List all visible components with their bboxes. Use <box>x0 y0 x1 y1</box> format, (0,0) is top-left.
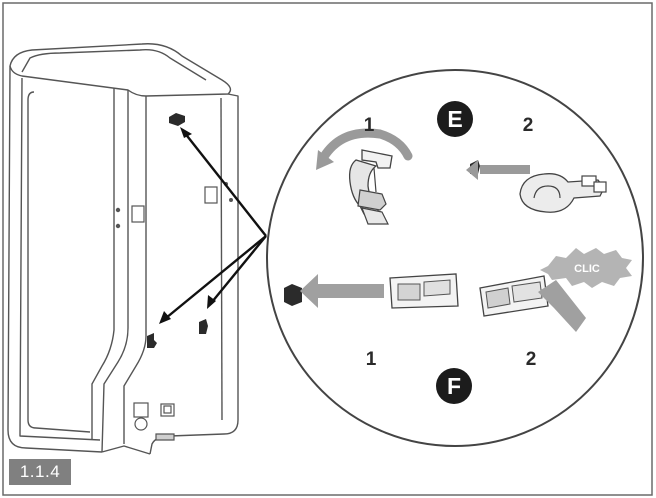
pointer-arrows <box>165 131 267 319</box>
appliance-back-left-edge <box>123 96 147 444</box>
appliance-corner-edge <box>101 90 129 453</box>
rotate-arrow-band <box>317 128 413 165</box>
slide-arrow-head <box>466 160 478 180</box>
insert-arrow-band <box>318 284 384 298</box>
step-e1-number: 1 <box>364 115 375 136</box>
inlet-valve <box>134 417 148 431</box>
pointer-arrowheads <box>159 127 216 324</box>
arrowhead-right <box>207 295 216 309</box>
clip-bottom-right <box>199 319 208 334</box>
appliance-side-inner <box>19 77 101 441</box>
click-text: CLIC <box>574 263 600 275</box>
step-f2-number: 2 <box>526 349 537 370</box>
figure-label: 1.1.4 <box>9 459 71 485</box>
arrow-to-left-clip <box>165 235 267 319</box>
appliance-top-inner <box>21 48 207 81</box>
click-burst <box>540 248 632 288</box>
appliance-corner-inner <box>91 88 115 440</box>
appliance-top <box>9 43 232 97</box>
appliance-rear-view <box>7 43 239 455</box>
drain-outlet-box <box>160 403 175 417</box>
arrow-to-top-clip <box>183 131 267 237</box>
arrow-to-right-clip <box>211 235 267 303</box>
f1-mount <box>284 284 302 306</box>
insert-arrow-head <box>300 274 318 308</box>
step-f1-number: 1 <box>366 349 377 370</box>
appliance-back-right-edge <box>149 93 239 455</box>
step-e1-rotate-clip <box>316 128 413 225</box>
arrowhead-top <box>180 127 192 138</box>
section-e-marker <box>437 101 473 137</box>
appliance-door-seal <box>27 91 91 433</box>
appliance-details <box>115 182 234 441</box>
appliance-back-right-inner <box>220 97 223 421</box>
arrowhead-left <box>159 311 171 324</box>
clip-top <box>169 113 185 126</box>
section-f-marker <box>436 368 472 404</box>
rotate-arrow-head <box>316 150 334 170</box>
slide-arrow-band <box>480 165 530 174</box>
clip-bottom-left <box>147 333 157 348</box>
appliance-left-edge <box>7 65 103 453</box>
appliance-clips <box>147 113 208 348</box>
side-bracket-right <box>204 186 218 204</box>
section-e-letter: E <box>447 106 462 132</box>
side-bracket-left <box>131 205 145 223</box>
section-f-letter: F <box>447 373 461 399</box>
water-inlet-box <box>133 402 149 418</box>
step-f2-click <box>479 248 632 332</box>
foot-tab <box>155 433 175 441</box>
appliance-bottom-edge <box>101 445 151 455</box>
push-arrow <box>538 280 586 332</box>
step-e2-slide-clip <box>466 160 607 213</box>
step-e2-number: 2 <box>523 115 534 136</box>
step-f1-insert <box>284 273 459 309</box>
